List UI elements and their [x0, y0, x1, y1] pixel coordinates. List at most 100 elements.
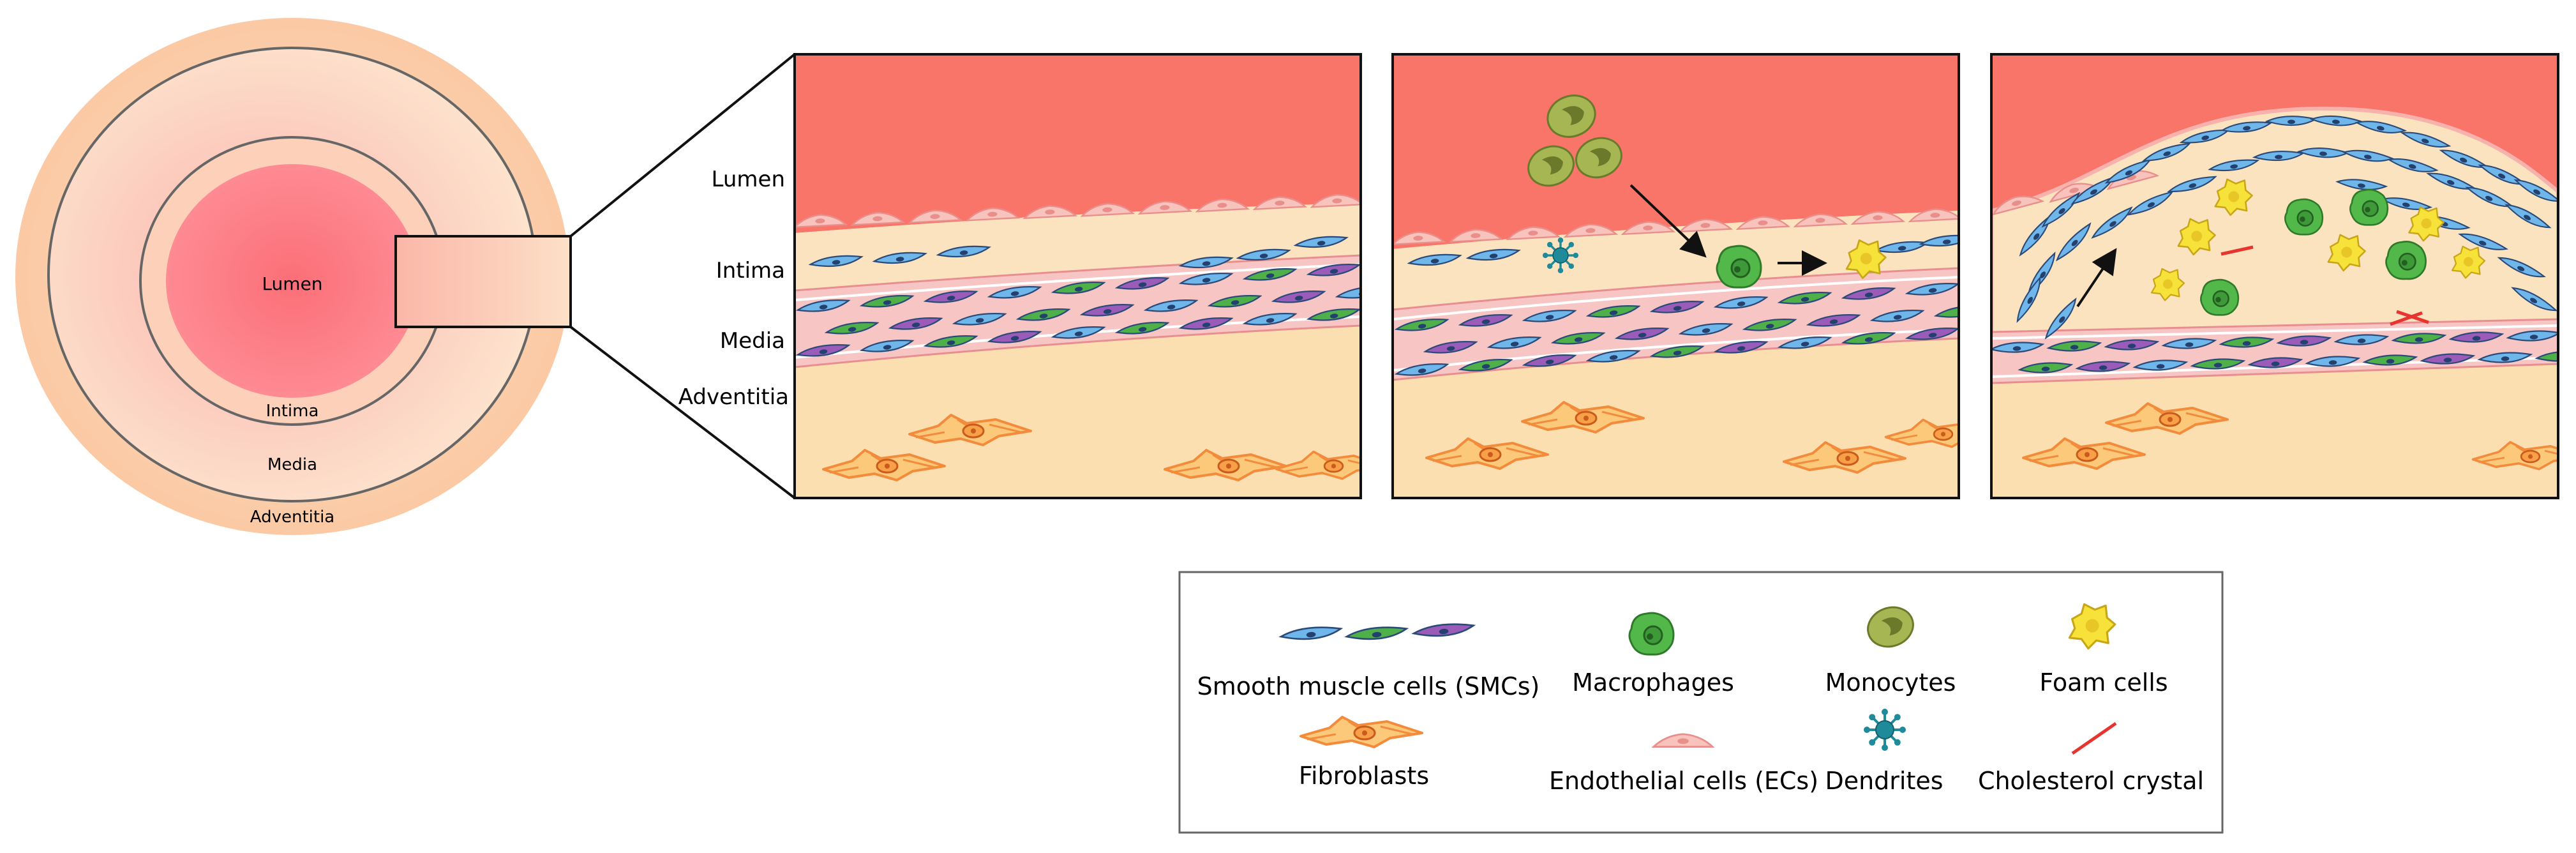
smc-nucleus [1638, 333, 1647, 338]
foam-nucleus [2085, 619, 2099, 633]
smooth-muscle-cell [1423, 341, 1478, 354]
smc-nucleus [2156, 364, 2165, 369]
smc-body [2535, 351, 2558, 362]
panel-2-arrow-1 [1629, 184, 1707, 258]
macrophage-cell [2349, 188, 2389, 226]
endothelial-nucleus [1815, 218, 1825, 223]
smooth-muscle-cell [2276, 335, 2332, 347]
smooth-muscle-cell [1550, 332, 1606, 345]
smc-nucleus [1167, 305, 1176, 310]
cross-media-label: Media [267, 455, 317, 474]
panel-2-intima [1393, 211, 1959, 310]
cholesterol-crystal [2396, 310, 2429, 324]
smc-nucleus [848, 327, 857, 332]
fibroblast-nucleolus [1331, 464, 1337, 469]
fibroblast-cell [1164, 449, 1287, 481]
endothelial-nucleus [1758, 220, 1768, 225]
legend-endothelial-label: Endothelial cells (ECs) [1549, 767, 1818, 795]
fibroblast-cell [822, 449, 946, 481]
smc-nucleus [1829, 319, 1838, 324]
endothelial-cell [1080, 202, 1135, 217]
smc-nucleus [1942, 239, 1951, 245]
legend-icons [1278, 603, 2117, 755]
smc-nucleus [1138, 282, 1147, 287]
endothelial-cell [795, 214, 848, 229]
endothelial-cell [1022, 205, 1078, 220]
smc-nucleus [2040, 271, 2046, 278]
panel-2-frame [1391, 53, 1960, 499]
smc-nucleus [832, 260, 841, 265]
zoom-box [394, 235, 572, 328]
fibroblast-nucleolus [1488, 452, 1493, 457]
zoom-line-top [569, 53, 796, 238]
endothelial-cell [1195, 198, 1250, 213]
smooth-muscle-cell [1458, 314, 1513, 327]
smc-nucleus [2090, 189, 2097, 195]
smc-nucleus [895, 257, 904, 262]
foam-cell [2068, 603, 2116, 650]
smooth-muscle-cell [2513, 179, 2558, 202]
endothelial-cell [1678, 218, 1734, 233]
macrophage-cell [1628, 612, 1675, 656]
smc-nucleus [1266, 318, 1275, 323]
legend-dendrites-label: Dendrites [1825, 767, 1943, 795]
smooth-muscle-cell [1777, 292, 1832, 305]
smc-nucleus [2185, 342, 2194, 347]
smc-nucleus [1294, 296, 1303, 301]
foam-cell [1845, 239, 1887, 279]
endothelial-cell [1393, 231, 1446, 246]
foam-nucleus [2163, 279, 2173, 289]
endothelial-cell [1252, 196, 1308, 211]
fibroblast-cell [1521, 401, 1645, 434]
smooth-muscle-cell [1806, 314, 1861, 327]
smc-nucleus [2357, 183, 2365, 188]
smooth-muscle-cell [2091, 206, 2133, 239]
smc-nucleus [1039, 313, 1048, 319]
macrophage-nucleus [1730, 258, 1751, 278]
dendrite-tip [1568, 263, 1575, 269]
dendrite-tip [1894, 714, 1901, 721]
smc-nucleus [2421, 139, 2429, 144]
smc-nucleus [1231, 300, 1239, 305]
smooth-muscle-cell [1394, 319, 1449, 331]
smooth-muscle-cell [1079, 304, 1135, 317]
endothelial-nucleus [1332, 198, 1342, 204]
smooth-muscle-cell [1242, 268, 1298, 281]
endothelial-nucleus [2069, 188, 2079, 193]
macrophage-cell [2199, 278, 2240, 316]
foam-nucleus [2421, 218, 2432, 229]
smooth-muscle-cell [2190, 358, 2246, 370]
endothelial-cell [1651, 733, 1715, 748]
smc-nucleus [1010, 291, 1019, 296]
legend-macrophages-label: Macrophages [1572, 668, 1734, 697]
smc-nucleus [2559, 355, 2567, 360]
smooth-muscle-cell [2104, 339, 2160, 351]
smooth-muscle-cell [987, 286, 1042, 299]
smooth-muscle-cell [1777, 336, 1832, 349]
smc-nucleus [1138, 327, 1147, 332]
smc-nucleus [1202, 322, 1211, 328]
smooth-muscle-cell [2247, 357, 2303, 368]
dendrite-tip [1542, 252, 1548, 259]
smooth-muscle-cell [2387, 158, 2439, 172]
smooth-muscle-cell [2075, 361, 2131, 372]
smooth-muscle-cell [2141, 142, 2191, 162]
smc-nucleus [883, 300, 892, 305]
smc-nucleus [2070, 345, 2079, 350]
smooth-muscle-cell [936, 245, 991, 258]
endothelial-nucleus [1275, 200, 1285, 206]
smooth-muscle-cell [1486, 336, 1542, 349]
smooth-muscle-cell [1411, 623, 1476, 637]
smooth-muscle-cell [2458, 233, 2509, 250]
smooth-muscle-cell [1841, 332, 1896, 345]
smooth-muscle-cell [2420, 353, 2476, 365]
monocyte-cell [1575, 137, 1622, 179]
cross-adventitia-label: Adventitia [250, 508, 334, 527]
smooth-muscle-cell [888, 317, 943, 330]
legend-smc-label: Smooth muscle cells (SMCs) [1197, 672, 1540, 700]
cross-lumen-label: Lumen [262, 273, 322, 294]
cholesterol-crystal [2220, 245, 2254, 256]
smc-nucleus [2242, 341, 2251, 346]
macrophage-nucleus [2296, 209, 2314, 227]
smooth-muscle-cell [2535, 351, 2567, 362]
